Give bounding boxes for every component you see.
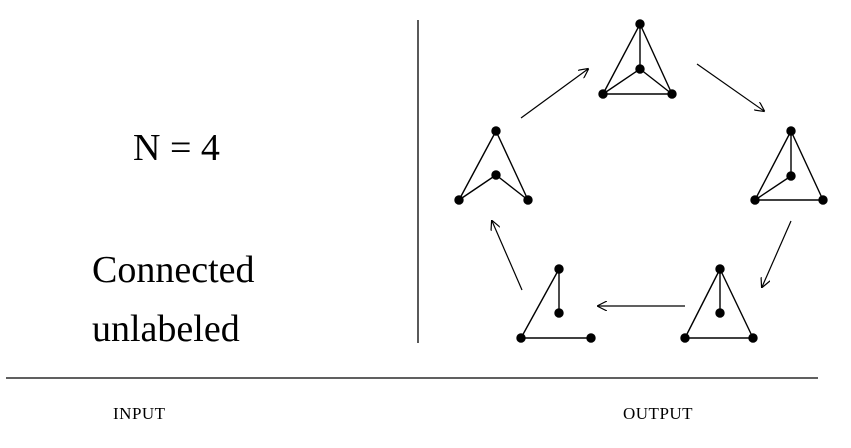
- graph-triangle-with-pendant: [750, 126, 828, 205]
- graph-arrowhead-cycle: [454, 126, 533, 205]
- arrow-bottomleft-to-left: [492, 221, 523, 291]
- n-label: N = 4: [133, 127, 220, 169]
- connected-label: Connected: [92, 249, 255, 291]
- graph-triangle-with-vertical-pendant: [680, 264, 758, 343]
- arrow-top-to-right: [696, 63, 764, 111]
- unlabeled-label: unlabeled: [92, 308, 240, 350]
- arrow-right-to-bottomright: [762, 220, 792, 287]
- graph-triangle-with-center: [598, 19, 677, 99]
- graph-path-with-pendant: [516, 264, 596, 343]
- output-caption: OUTPUT: [623, 404, 694, 423]
- arrow-left-to-top: [520, 69, 588, 119]
- input-caption: INPUT: [113, 404, 166, 423]
